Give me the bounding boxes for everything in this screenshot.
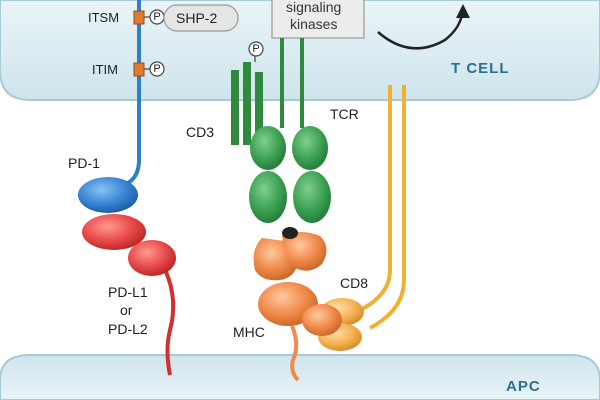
phospho-itsm-label: P: [153, 11, 161, 23]
itsm-motif: [133, 10, 145, 25]
signaling-kinases-line2: kinases: [290, 16, 338, 32]
phospho-itim: [149, 61, 165, 77]
signal-arrow: [377, 13, 464, 50]
signaling-kinases-box: [271, 0, 365, 39]
pdl-domain-1: [82, 214, 146, 250]
tcr-receptor: [249, 38, 331, 223]
itsm-label: ITSM: [88, 10, 120, 25]
phospho-cd3-label: P: [252, 43, 260, 55]
shp2-box: [163, 4, 239, 32]
pdl2-label: PD-L2: [108, 321, 148, 337]
pd1-receptor: [78, 0, 239, 213]
peptide: [282, 227, 298, 239]
shp2-label: SHP-2: [176, 10, 218, 26]
cd8-label: CD8: [340, 275, 369, 291]
apc-label: APC: [506, 378, 541, 395]
mhc-label: MHC: [233, 324, 265, 340]
tcr-label: TCR: [330, 106, 359, 122]
phospho-cd3: [248, 41, 264, 57]
cd3-complex: [231, 41, 264, 145]
cd3-label: CD3: [186, 124, 215, 140]
itim-label: ITIM: [92, 62, 118, 77]
pd1-label: PD-1: [68, 155, 100, 171]
phospho-itim-label: P: [153, 63, 161, 75]
signaling-kinases-line1: signaling: [286, 0, 342, 15]
itim-motif: [133, 62, 145, 77]
pdl-domain-2: [128, 240, 176, 276]
pd1-head: [78, 177, 138, 213]
pdl1-label: PD-L1: [108, 284, 148, 300]
t-cell-label: T CELL: [451, 60, 510, 77]
pdl-ligand: [82, 214, 176, 376]
or-label: or: [120, 302, 133, 318]
mhc-molecule: [253, 227, 342, 382]
apc-membrane: [0, 354, 600, 400]
